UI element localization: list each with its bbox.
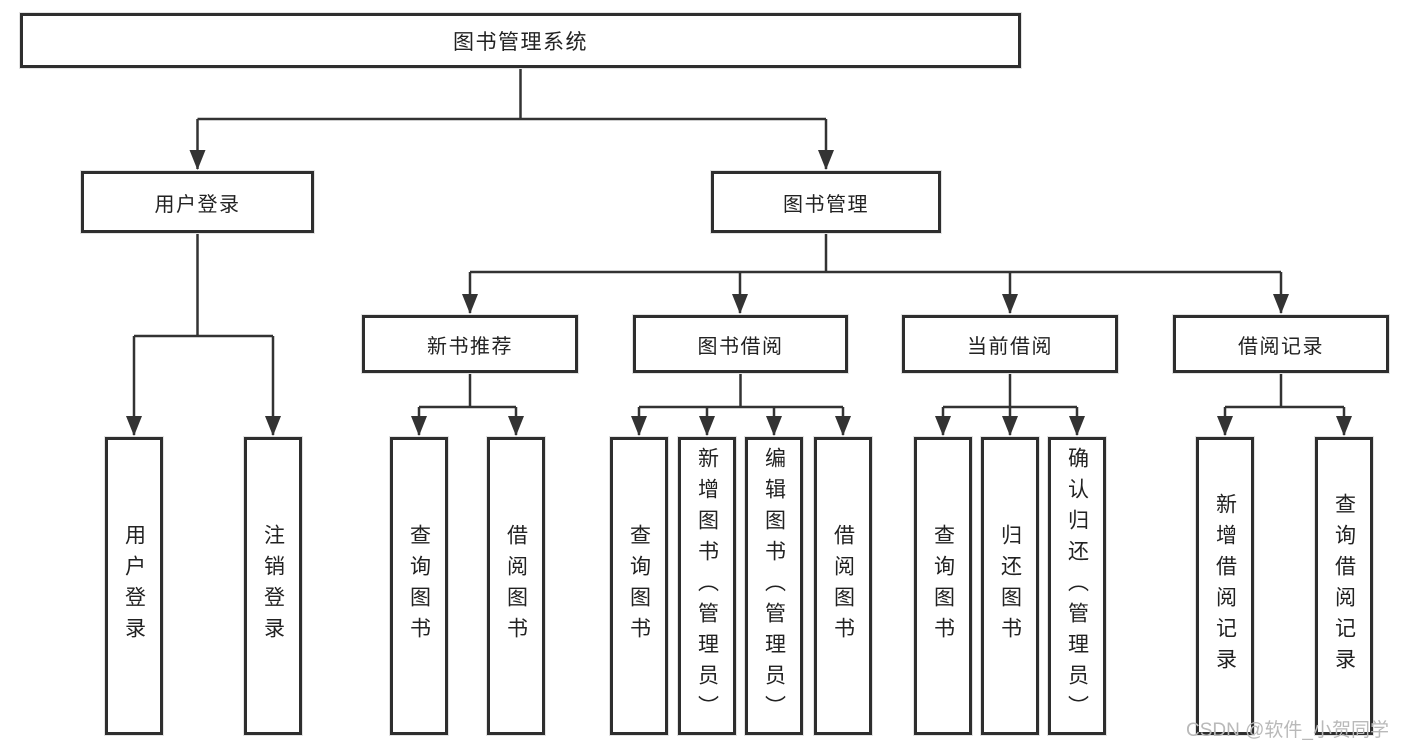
connector-user-login-to-leaves: [126, 233, 281, 436]
leaf-label: 查询图书: [931, 524, 955, 648]
leaf-add-book-admin: 新增图书（管理员）: [678, 437, 736, 735]
connector-new-book-to-leaves: [411, 373, 524, 436]
leaf-label: 查询图书: [627, 524, 651, 648]
leaf-label: 归还图书: [998, 524, 1022, 648]
leaf-label: 查询图书: [407, 524, 431, 648]
node-book-borrow: 图书借阅: [633, 315, 848, 373]
leaf-query-books-3: 查询图书: [914, 437, 972, 735]
leaf-confirm-return-admin: 确认归还（管理员）: [1048, 437, 1106, 735]
leaf-query-books-2: 查询图书: [610, 437, 668, 735]
leaf-user-login: 用户登录: [105, 437, 163, 735]
node-label: 图书管理: [783, 193, 869, 216]
leaf-label: 注销登录: [261, 524, 285, 648]
node-label: 图书管理系统: [453, 30, 588, 54]
leaf-query-borrow-record: 查询借阅记录: [1315, 437, 1373, 735]
leaf-label: 编辑图书（管理员）: [762, 446, 786, 726]
node-label: 当前借阅: [967, 335, 1053, 358]
leaf-label: 新增图书（管理员）: [695, 446, 719, 726]
connector-root-to-level2: [189, 68, 834, 170]
leaf-return-book: 归还图书: [981, 437, 1039, 735]
leaf-borrow-books-2: 借阅图书: [814, 437, 872, 735]
leaf-logout: 注销登录: [244, 437, 302, 735]
node-borrow-records: 借阅记录: [1173, 315, 1389, 373]
node-current-borrow: 当前借阅: [902, 315, 1118, 373]
connector-book-mgmt-to-level3: [462, 233, 1289, 314]
leaf-borrow-books-1: 借阅图书: [487, 437, 545, 735]
connector-current-borrow-to-leaves: [935, 373, 1085, 436]
leaf-label: 用户登录: [122, 524, 146, 648]
connector-borrow-records-to-leaves: [1217, 373, 1352, 436]
node-root-system: 图书管理系统: [20, 13, 1021, 68]
csdn-watermark: CSDN @软件_小贺同学: [1186, 720, 1389, 741]
leaf-label: 新增借阅记录: [1213, 493, 1237, 679]
node-label: 用户登录: [154, 193, 241, 216]
node-user-login: 用户登录: [81, 171, 314, 233]
leaf-add-borrow-record: 新增借阅记录: [1196, 437, 1254, 735]
leaf-label: 确认归还（管理员）: [1065, 446, 1089, 726]
connector-book-borrow-to-leaves: [631, 373, 851, 436]
node-book-management: 图书管理: [711, 171, 941, 233]
node-label: 图书借阅: [697, 335, 784, 358]
node-label: 借阅记录: [1238, 335, 1324, 358]
node-label: 新书推荐: [427, 335, 513, 358]
node-new-book-recommend: 新书推荐: [362, 315, 578, 373]
leaf-label: 查询借阅记录: [1332, 493, 1356, 679]
leaf-label: 借阅图书: [504, 524, 528, 648]
leaf-label: 借阅图书: [831, 524, 855, 648]
leaf-edit-book-admin: 编辑图书（管理员）: [745, 437, 803, 735]
leaf-query-books-1: 查询图书: [390, 437, 448, 735]
